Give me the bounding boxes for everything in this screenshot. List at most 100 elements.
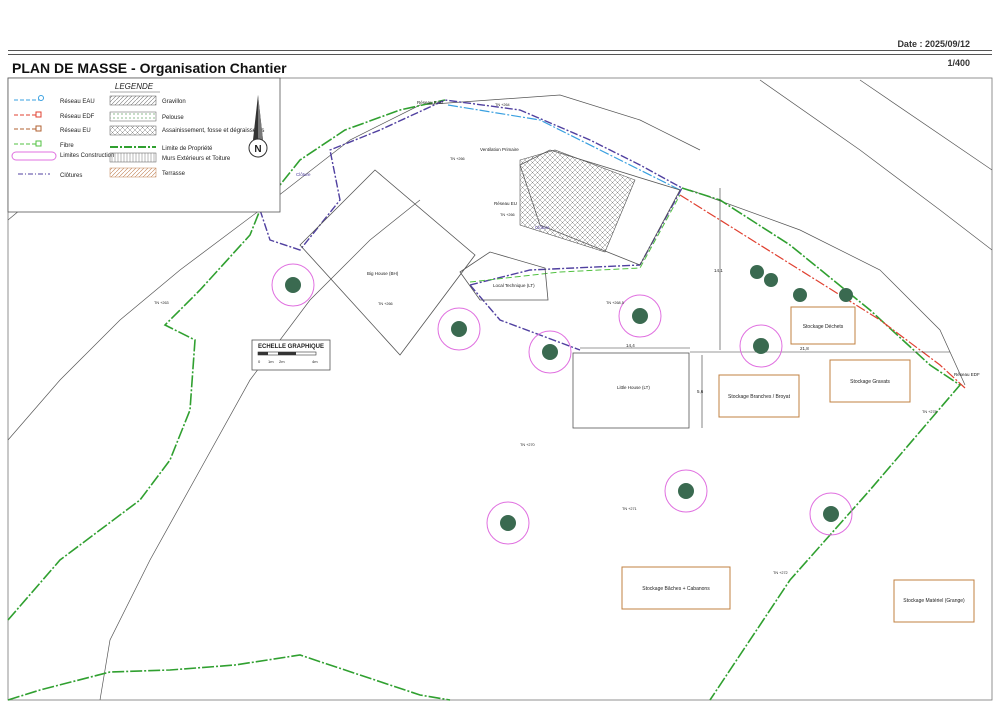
tree xyxy=(750,265,764,279)
svg-text:Fibre: Fibre xyxy=(60,143,74,149)
tn-label: TN +272 xyxy=(773,571,788,575)
storage-label-materiel: Stockage Matériel (Grange) xyxy=(903,598,965,604)
legend: LEGENDE Réseau EAU Réseau EDF Réseau EU xyxy=(7,77,281,213)
fibre-network xyxy=(469,194,681,283)
legend-item-pelouse: Pelouse xyxy=(109,111,184,122)
svg-text:Murs Extérieurs et Toiture: Murs Extérieurs et Toiture xyxy=(162,156,231,162)
tree xyxy=(486,501,530,545)
legend-left: Réseau EAU Réseau EDF Réseau EU Fibre xyxy=(11,95,114,179)
tn-label: TN +263 xyxy=(154,301,169,305)
svg-text:Limites Construction: Limites Construction xyxy=(60,153,114,159)
page-title: PLAN DE MASSE - Organisation Chantier xyxy=(12,60,287,76)
legend-item-terrasse: Terrasse xyxy=(109,167,186,178)
storage-labels: Stockage Déchets Stockage Gravats Stocka… xyxy=(642,324,965,604)
label-little-house: Little House (LT) xyxy=(617,385,650,390)
tree xyxy=(793,288,807,302)
tree xyxy=(528,330,572,374)
tree xyxy=(739,324,783,368)
storage-box-baches xyxy=(621,566,731,610)
dim-h1: 14,4 xyxy=(626,343,635,348)
legend-item-assainissement: Assainissement, fosse et dégraisseurs xyxy=(109,125,264,136)
storage-box-materiel xyxy=(893,579,975,623)
storage-box-dechets xyxy=(790,306,856,345)
label-cloture-1: Clôture xyxy=(296,172,311,177)
svg-text:Pelouse: Pelouse xyxy=(162,115,184,121)
tn-label: TN +266 xyxy=(378,302,393,306)
tree xyxy=(664,469,708,513)
label-local-technique: Local Technique (LT) xyxy=(493,283,535,288)
svg-text:Clôtures: Clôtures xyxy=(60,173,82,179)
local-technique-outline xyxy=(459,251,549,301)
storage-boxes xyxy=(621,306,975,623)
svg-text:4m: 4m xyxy=(312,359,318,364)
storage-label-dechets: Stockage Déchets xyxy=(803,324,844,330)
water-network xyxy=(447,104,681,191)
tree xyxy=(437,307,481,351)
edf-network xyxy=(679,194,966,389)
tn-label: TN +270 xyxy=(520,443,535,447)
tree xyxy=(764,273,778,287)
storage-box-branches xyxy=(718,374,800,418)
septic-area xyxy=(519,149,636,253)
legend-item-murs: Murs Extérieurs et Toiture xyxy=(109,152,231,163)
legend-item-eu: Réseau EU xyxy=(14,125,91,134)
legend-item-eau: Réseau EAU xyxy=(14,95,95,105)
svg-text:Réseau EAU: Réseau EAU xyxy=(60,99,95,105)
label-reseau-eu: Réseau EU xyxy=(494,201,517,206)
legend-item-clotures: Clôtures xyxy=(18,173,82,179)
storage-label-baches: Stockage Bâches + Cabanons xyxy=(642,586,710,592)
plan-frame xyxy=(7,77,993,701)
tn-label: TN +278 xyxy=(922,410,937,414)
tn-label: TN +268,5 xyxy=(606,301,624,305)
scale-bar: ECHELLE GRAPHIQUE 0 1m 2m 4m xyxy=(251,339,331,371)
svg-text:0: 0 xyxy=(258,359,261,364)
storage-box-gravats xyxy=(829,359,911,403)
storage-label-branches: Stockage Branches / Broyat xyxy=(728,394,791,400)
svg-text:Limite de Propriété: Limite de Propriété xyxy=(162,146,213,152)
svg-text:1m: 1m xyxy=(268,359,274,364)
dim-v1: 14,1 xyxy=(714,268,723,273)
svg-text:Gravillon: Gravillon xyxy=(162,99,186,105)
legend-item-limites: Limites Construction xyxy=(11,151,114,161)
label-reseau-edf: Réseau EDF xyxy=(954,372,980,377)
svg-text:Réseau EU: Réseau EU xyxy=(60,128,91,134)
dim-v2: 5,6 xyxy=(697,389,704,394)
header-rule xyxy=(8,50,992,55)
label-reseau-eau: Réseau EAU xyxy=(417,100,443,105)
legend-item-edf: Réseau EDF xyxy=(14,111,95,120)
date-label: Date : 2025/09/12 xyxy=(897,39,970,49)
dim-h2: 21,8 xyxy=(800,346,809,351)
tn-label: TN +264 xyxy=(495,103,510,107)
legend-item-fibre: Fibre xyxy=(14,140,74,149)
page-header: Date : 2025/09/12 PLAN DE MASSE - Organi… xyxy=(0,0,1000,80)
tn-label: TN +266 xyxy=(450,157,465,161)
svg-text:Terrasse: Terrasse xyxy=(162,171,186,177)
legend-item-gravillon: Gravillon xyxy=(109,95,186,106)
legend-title: LEGENDE xyxy=(115,82,154,91)
dimension-lines xyxy=(580,188,950,428)
svg-text:N: N xyxy=(254,144,261,155)
legend-limites-label: Limites Construction xyxy=(60,153,114,159)
property-limit xyxy=(7,99,962,701)
trees xyxy=(271,263,853,545)
tree xyxy=(839,288,853,302)
scale-bar-title: ECHELLE GRAPHIQUE xyxy=(258,344,324,350)
tn-label: TN +271 xyxy=(622,507,637,511)
terrain-lines xyxy=(7,79,993,701)
svg-text:2m: 2m xyxy=(279,359,285,364)
big-house-outline xyxy=(299,169,476,356)
scale-ratio: 1/400 xyxy=(947,58,970,68)
label-ventilation: Ventilation Primaire xyxy=(480,147,519,152)
label-cloture-2: Clôture xyxy=(535,225,550,230)
label-big-house: Big House (BH) xyxy=(367,271,399,276)
legend-right: Gravillon Pelouse Assainissement, fosse … xyxy=(109,95,264,178)
legend-item-propriete: Limite de Propriété xyxy=(110,146,213,152)
scale-bar-ticks: 0 1m 2m 4m xyxy=(258,359,318,364)
svg-text:Réseau EDF: Réseau EDF xyxy=(60,114,95,120)
tree xyxy=(809,492,853,536)
north-arrow-icon: N xyxy=(248,95,268,158)
tree xyxy=(618,294,662,338)
little-house-outline xyxy=(572,352,690,429)
tn-label: TN +266 xyxy=(500,213,515,217)
